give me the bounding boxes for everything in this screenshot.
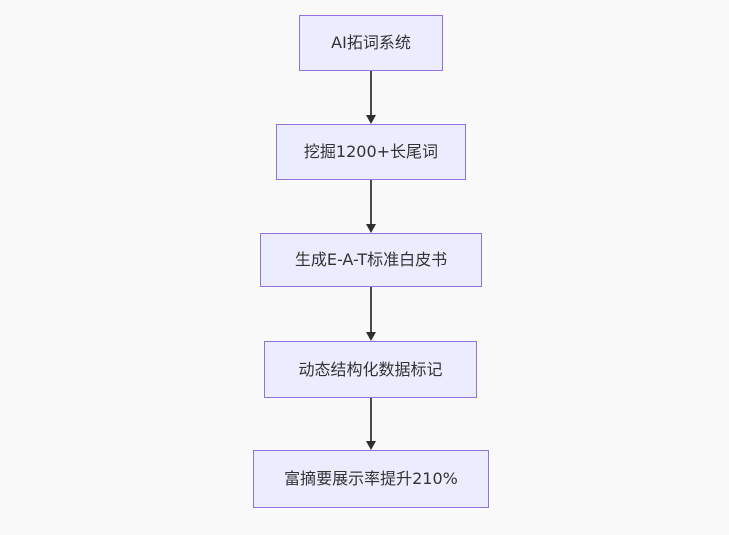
node-label: AI拓词系统 [331,33,411,52]
node-label: 富摘要展示率提升210% [284,469,458,488]
arrowhead-down-icon [366,441,376,450]
node-label: 生成E-A-T标准白皮书 [294,250,448,269]
arrow-line [370,287,372,333]
arrow-line [370,71,372,116]
flow-arrow-c-to-d [364,287,378,341]
node-label: 动态结构化数据标记 [298,359,443,379]
arrowhead-down-icon [366,332,376,341]
node-dynamic-structured-data-markup: 动态结构化数据标记 [264,341,477,398]
arrowhead-down-icon [366,224,376,233]
flow-arrow-d-to-e [364,398,378,450]
node-label: 挖掘1200+长尾词 [303,142,439,161]
arrow-line [370,180,372,225]
node-ai-word-expansion-system: AI拓词系统 [299,15,443,71]
node-rich-snippet-rate-result: 富摘要展示率提升210% [253,450,489,508]
node-eat-standard-whitepaper: 生成E-A-T标准白皮书 [260,233,482,287]
arrowhead-down-icon [366,115,376,124]
flow-arrow-a-to-b [364,71,378,124]
arrow-line [370,398,372,442]
node-longtail-keyword-mining: 挖掘1200+长尾词 [276,124,466,180]
flow-arrow-b-to-c [364,180,378,233]
